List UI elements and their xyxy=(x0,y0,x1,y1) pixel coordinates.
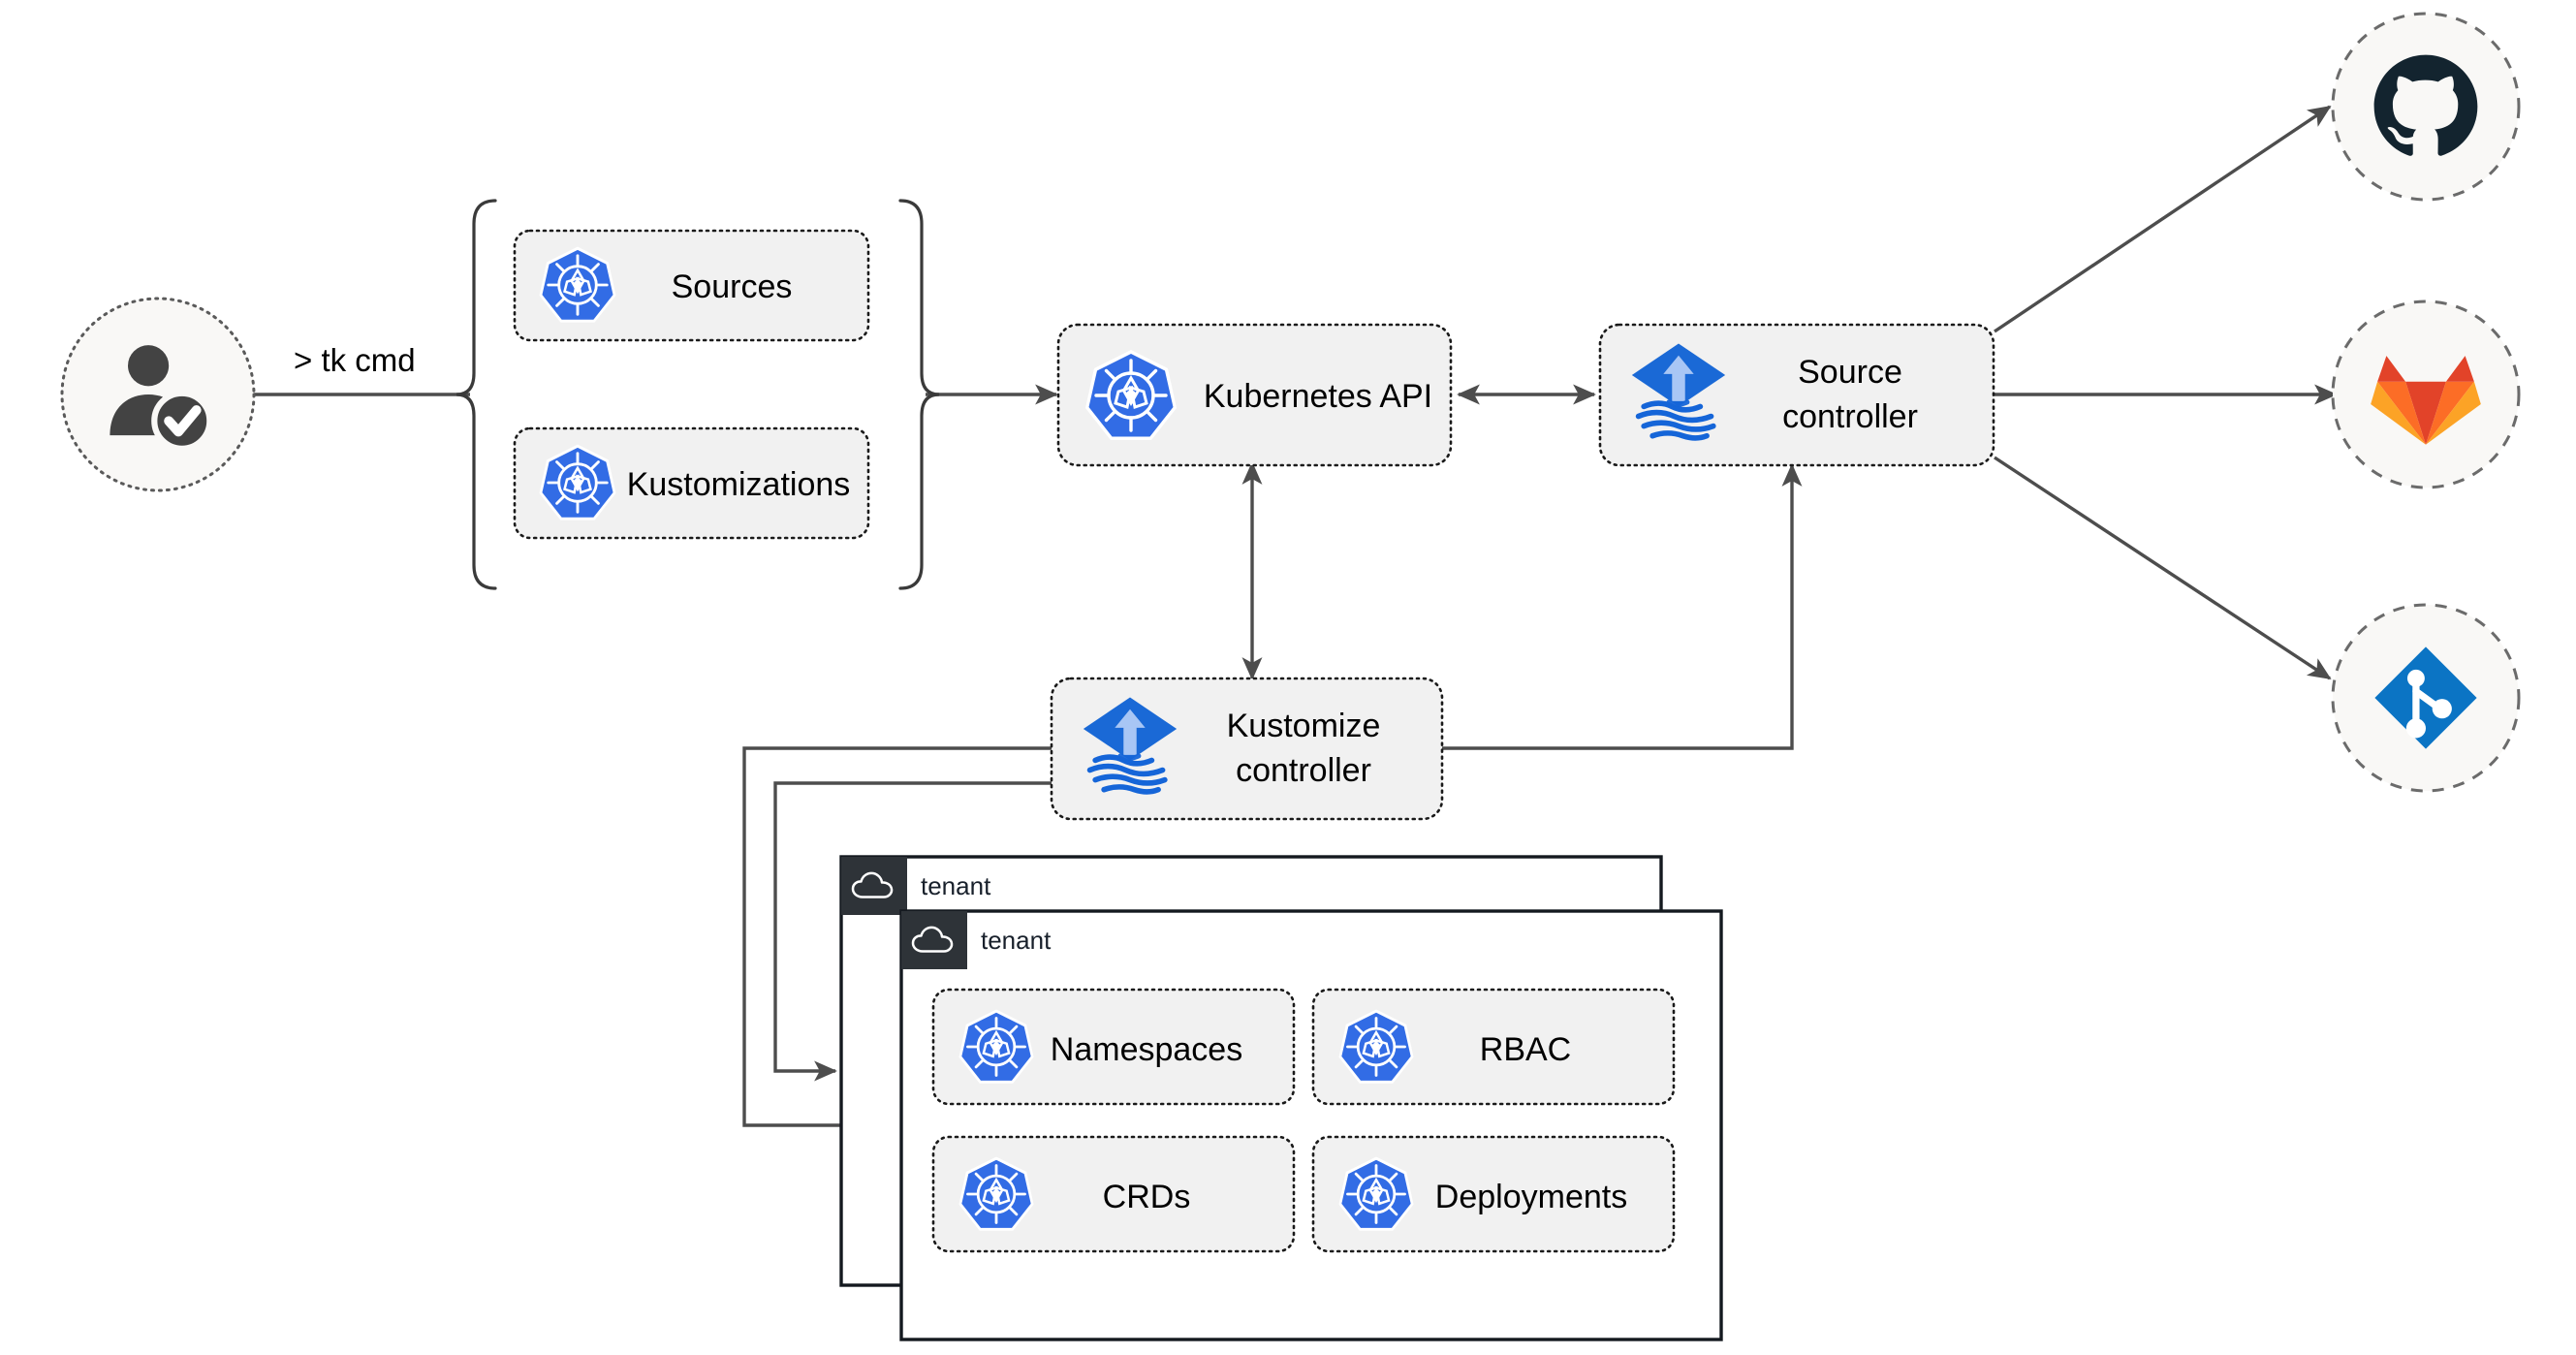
tenant-window-1-header xyxy=(841,857,907,915)
source-controller-label-line2: controller xyxy=(1782,398,1918,435)
connector-kustomize-to-source-controller xyxy=(1441,463,1803,750)
node-source-controller[interactable]: Source controller xyxy=(1598,323,1995,467)
connector-layer xyxy=(160,105,2338,1136)
node-kubernetes-api[interactable]: Kubernetes API xyxy=(1056,323,1453,467)
command-label: > tk cmd xyxy=(294,342,416,378)
node-gitlab[interactable] xyxy=(2331,299,2521,489)
sources-box[interactable] xyxy=(513,229,870,342)
crds-box[interactable] xyxy=(931,1135,1296,1253)
node-git[interactable] xyxy=(2331,603,2521,793)
tenant-resource-namespaces[interactable]: Namespaces xyxy=(931,988,1296,1106)
kustomizations-label: Kustomizations xyxy=(627,466,851,503)
connector-kustomize-to-tenant-2 xyxy=(773,781,1056,1082)
namespaces-label: Namespaces xyxy=(1051,1031,1242,1068)
deployments-label: Deployments xyxy=(1435,1179,1627,1215)
rbac-box[interactable] xyxy=(1311,988,1676,1106)
connector-kustomize-to-tenant-1 xyxy=(742,746,1056,1136)
resource-box-kustomizations[interactable]: Kustomizations xyxy=(513,426,870,540)
tenant-window-1-label: tenant xyxy=(921,871,991,900)
kustomize-controller-box[interactable] xyxy=(1050,677,1444,821)
tenant-resource-rbac[interactable]: RBAC xyxy=(1311,988,1676,1106)
crds-label: CRDs xyxy=(1103,1179,1191,1215)
rbac-label: RBAC xyxy=(1480,1031,1571,1068)
tenant-window-2-frame[interactable] xyxy=(899,909,1723,1341)
user-node xyxy=(60,297,256,492)
connector-source-to-git xyxy=(1994,456,2332,680)
kustomize-controller-label-line1: Kustomize xyxy=(1227,708,1381,744)
kubernetes-api-label: Kubernetes API xyxy=(1204,378,1432,415)
kustomizations-box[interactable] xyxy=(513,426,870,540)
sources-label: Sources xyxy=(672,268,793,305)
source-controller-box[interactable] xyxy=(1598,323,1995,467)
connector-source-to-github xyxy=(1994,105,2332,333)
github-circle[interactable] xyxy=(2331,12,2521,202)
tenant-resource-deployments[interactable]: Deployments xyxy=(1311,1135,1676,1253)
tenant-window-2[interactable]: tenant Namespaces RBAC CRDs Deployments xyxy=(899,909,1723,1341)
resource-group-braces xyxy=(456,199,940,590)
source-controller-label-line1: Source xyxy=(1798,354,1902,391)
node-kustomize-controller[interactable]: Kustomize controller xyxy=(1050,677,1444,821)
tenant-window-2-label: tenant xyxy=(981,926,1052,955)
resource-box-sources[interactable]: Sources xyxy=(513,229,870,342)
brace-left xyxy=(456,199,497,590)
tenant-resource-crds[interactable]: CRDs xyxy=(931,1135,1296,1253)
tenant-window-2-header xyxy=(901,911,967,969)
brace-right xyxy=(898,199,940,590)
kustomize-controller-label-line2: controller xyxy=(1236,752,1371,789)
node-github[interactable] xyxy=(2331,12,2521,202)
user-circle xyxy=(60,297,256,492)
deployments-box[interactable] xyxy=(1311,1135,1676,1253)
namespaces-box[interactable] xyxy=(931,988,1296,1106)
